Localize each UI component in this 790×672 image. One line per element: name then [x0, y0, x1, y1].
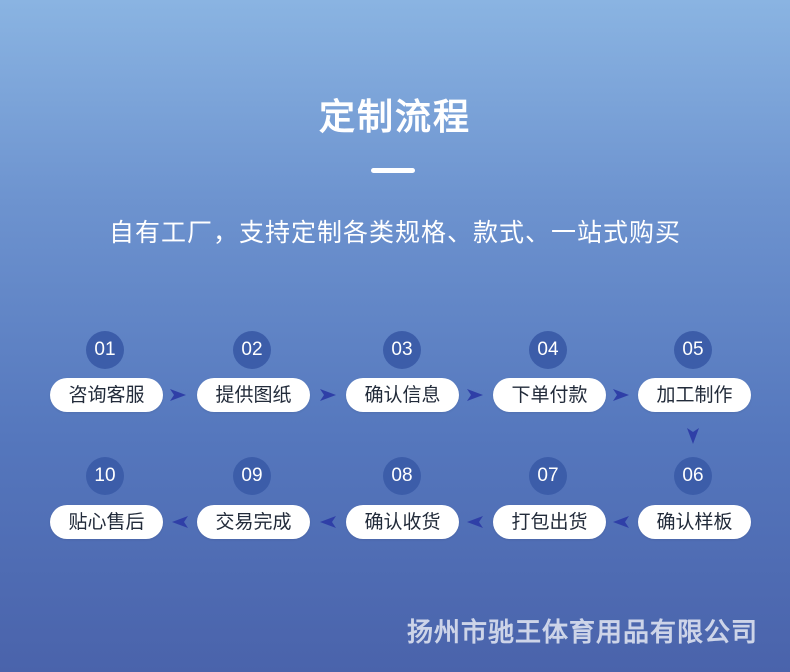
arrow-right-icon	[467, 388, 483, 402]
step-number-05: 05	[674, 331, 712, 369]
step-number-10: 10	[86, 457, 124, 495]
step-number-07: 07	[529, 457, 567, 495]
step-label-10: 贴心售后	[50, 505, 163, 539]
page-title: 定制流程	[318, 97, 471, 138]
step-label-06: 确认样板	[638, 505, 751, 539]
title-underline	[371, 168, 415, 173]
page-subtitle: 自有工厂，支持定制各类规格、款式、一站式购买	[108, 218, 681, 247]
arrow-left-icon	[172, 515, 188, 529]
arrow-left-icon	[320, 515, 336, 529]
step-label-04: 下单付款	[493, 378, 606, 412]
step-label-07: 打包出货	[493, 505, 606, 539]
arrow-right-icon	[613, 388, 629, 402]
step-label-01: 咨询客服	[50, 378, 163, 412]
step-number-02: 02	[233, 331, 271, 369]
step-number-08: 08	[383, 457, 421, 495]
step-number-09: 09	[233, 457, 271, 495]
step-label-08: 确认收货	[346, 505, 459, 539]
step-label-02: 提供图纸	[197, 378, 310, 412]
arrow-down-icon	[686, 428, 700, 444]
company-name: 扬州市驰王体育用品有限公司	[406, 618, 758, 648]
step-label-05: 加工制作	[638, 378, 751, 412]
step-number-04: 04	[529, 331, 567, 369]
arrow-right-icon	[320, 388, 336, 402]
step-number-06: 06	[674, 457, 712, 495]
step-number-03: 03	[383, 331, 421, 369]
arrow-left-icon	[467, 515, 483, 529]
step-number-01: 01	[86, 331, 124, 369]
step-label-09: 交易完成	[197, 505, 310, 539]
step-label-03: 确认信息	[346, 378, 459, 412]
arrow-right-icon	[170, 388, 186, 402]
arrow-left-icon	[613, 515, 629, 529]
